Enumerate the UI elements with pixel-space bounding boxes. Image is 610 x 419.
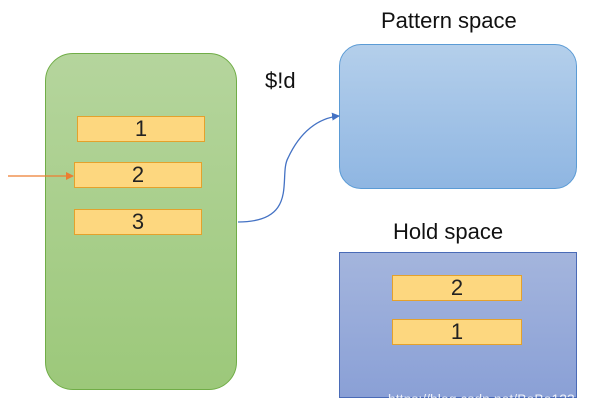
hold-space-title: Hold space: [393, 219, 504, 244]
input-line-1: 1: [77, 116, 205, 142]
command-label: $!d: [265, 68, 296, 93]
input-line-3: 3: [74, 209, 202, 235]
watermark-text: https://blog.csdn.net/BoBo123: [388, 391, 575, 407]
pattern-space-title: Pattern space: [381, 8, 517, 33]
input-line-2: 2: [74, 162, 202, 188]
hold-line-2: 1: [392, 319, 522, 345]
hold-line-1: 2: [392, 275, 522, 301]
flow-arrow-to-pattern-space: [237, 112, 340, 223]
pattern-space-box: [339, 44, 577, 189]
